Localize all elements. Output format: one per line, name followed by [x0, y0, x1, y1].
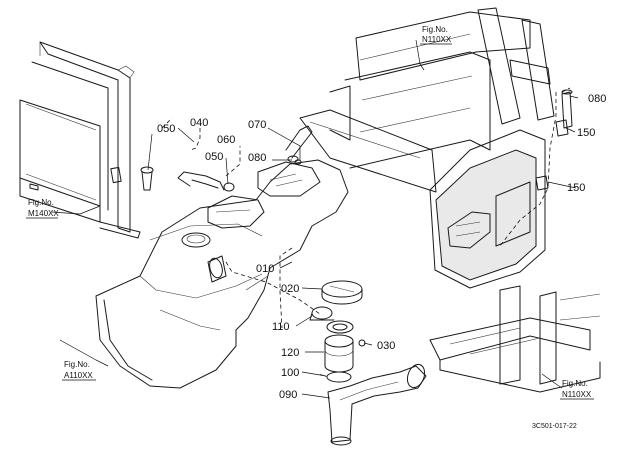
figure-ref-left: Fig.No. M140XX	[26, 198, 59, 219]
figure-ref-bottom-left: Fig.No. A110XX	[62, 360, 96, 381]
callout-050-right: 050	[205, 151, 223, 163]
filler-cap-020	[321, 280, 363, 305]
figure-ref-code: N110XX	[562, 390, 592, 399]
cab-frame	[299, 7, 555, 289]
callout-100: 100	[281, 367, 299, 379]
breather-hose-040	[177, 171, 225, 191]
figure-ref-label: Fig.No.	[28, 198, 54, 207]
callout-150-lower: 150	[567, 182, 585, 194]
callout-080-tank: 080	[248, 152, 266, 164]
lower-frame	[429, 285, 601, 393]
callout-050-left: 050	[157, 123, 175, 135]
callout-090: 090	[279, 389, 297, 401]
callout-070: 070	[248, 119, 266, 131]
drawing-code: 3C501-017-22	[532, 423, 577, 430]
hose-070	[285, 125, 313, 159]
figure-ref-top-right: Fig.No. N110XX	[420, 25, 452, 45]
fuel-tank	[95, 159, 349, 389]
figure-ref-bottom-right: Fig.No. N110XX	[560, 379, 594, 400]
leader-lines	[51, 39, 579, 399]
strainer-assembly	[309, 306, 366, 383]
figure-ref-label: Fig.No.	[422, 25, 448, 34]
figure-ref-code: N110XX	[422, 35, 452, 44]
radiator-frame	[19, 41, 141, 239]
figure-ref-label: Fig.No.	[562, 379, 588, 388]
callout-030: 030	[377, 340, 395, 352]
clamps	[140, 89, 573, 192]
callout-150-upper: 150	[577, 127, 595, 139]
figure-ref-code: A110XX	[64, 371, 93, 380]
dashed-guides	[161, 87, 571, 329]
callout-110: 110	[272, 321, 290, 333]
callout-020: 020	[281, 283, 299, 295]
filler-pipe-090	[327, 363, 427, 446]
figure-ref-code: M140XX	[28, 209, 59, 218]
figure-ref-label: Fig.No.	[64, 360, 90, 369]
callout-060: 060	[217, 134, 235, 146]
callout-040: 040	[190, 117, 208, 129]
callout-120: 120	[281, 347, 299, 359]
callout-080-frame: 080	[588, 93, 606, 105]
callout-010: 010	[256, 263, 274, 275]
callouts: 050 040 060 050 070 080 080 150 150 010 …	[157, 93, 606, 401]
